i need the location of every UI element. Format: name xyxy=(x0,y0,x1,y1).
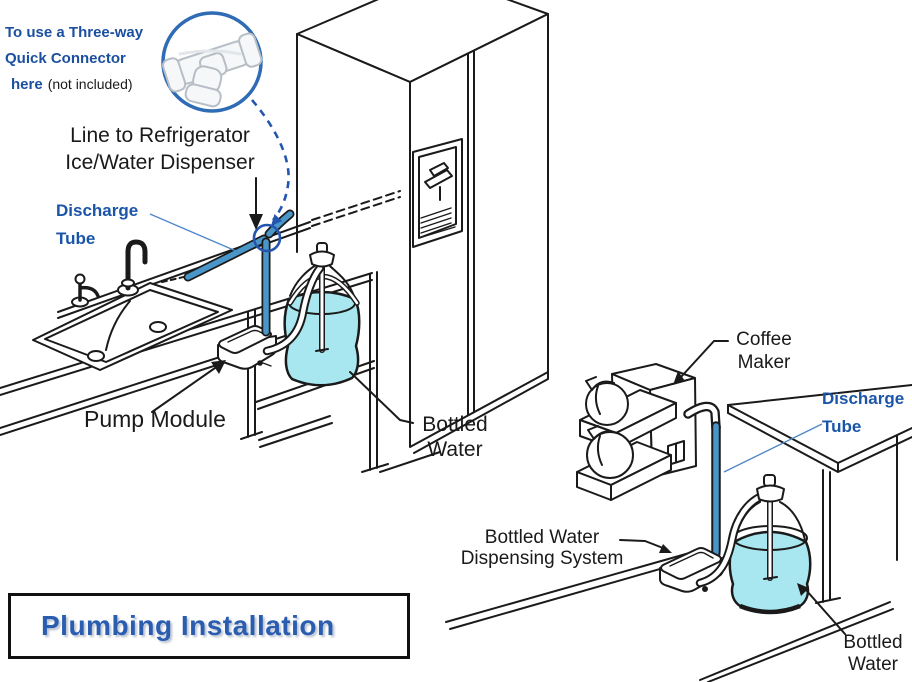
bottle-cap-icon xyxy=(309,242,335,268)
table-drawing xyxy=(727,384,912,604)
discharge-leader-right xyxy=(723,423,823,473)
discharge-tube-label-right: Discharge Tube xyxy=(822,389,905,436)
discharge-tube-left-drawing xyxy=(183,209,295,337)
carafe-top-icon xyxy=(585,376,629,426)
refrigerator-drawing xyxy=(296,0,549,454)
coffee-maker-leader xyxy=(673,340,729,385)
connector-location-marker xyxy=(252,223,282,253)
page-title: Plumbing Installation xyxy=(41,610,335,641)
faucet-icon xyxy=(117,239,148,297)
title-box: Plumbing Installation xyxy=(8,593,410,659)
discharge-leader-left xyxy=(149,213,237,252)
system-label-leader xyxy=(619,539,672,553)
bottle-leader-right xyxy=(797,583,846,635)
sink-drawing xyxy=(32,239,233,371)
coffee-maker-label: Coffee Maker xyxy=(736,329,792,373)
fridge-line-label: Line to Refrigerator Ice/Water Dispenser xyxy=(65,124,255,174)
fridge-line-arrow xyxy=(249,177,263,230)
inset-note-line2: Quick Connector xyxy=(5,50,126,67)
inset-pointer-arrow xyxy=(251,99,290,226)
inset-note-line3-bold: here xyxy=(11,76,43,93)
dispensing-system-pump-drawing xyxy=(659,547,724,593)
bottled-water-label-right: Bottled Water xyxy=(843,632,903,675)
inset-note: To use a Three-way Quick Connector here(… xyxy=(5,20,143,98)
bottled-water-label-left: Bottled Water xyxy=(422,413,488,461)
inset-note-line1: To use a Three-way xyxy=(5,24,144,41)
pump-module-label: Pump Module xyxy=(84,406,226,432)
pump-module-arrow xyxy=(151,360,226,413)
inset-note-line3-rest: (not included) xyxy=(47,76,133,92)
carafe-bottom-icon xyxy=(586,425,634,479)
pump-module-drawing xyxy=(217,325,277,370)
soap-pump-icon xyxy=(71,273,100,308)
dispensing-system-label: Bottled Water Dispensing System xyxy=(460,527,624,569)
ice-water-dispenser-icon xyxy=(412,138,463,248)
discharge-tube-label-left: Discharge Tube xyxy=(56,201,139,248)
bottle-leader-left xyxy=(349,371,414,424)
bottled-water-right-drawing xyxy=(695,474,812,615)
coffee-maker-drawing xyxy=(576,363,697,501)
tee-quick-connector-icon xyxy=(161,11,263,113)
